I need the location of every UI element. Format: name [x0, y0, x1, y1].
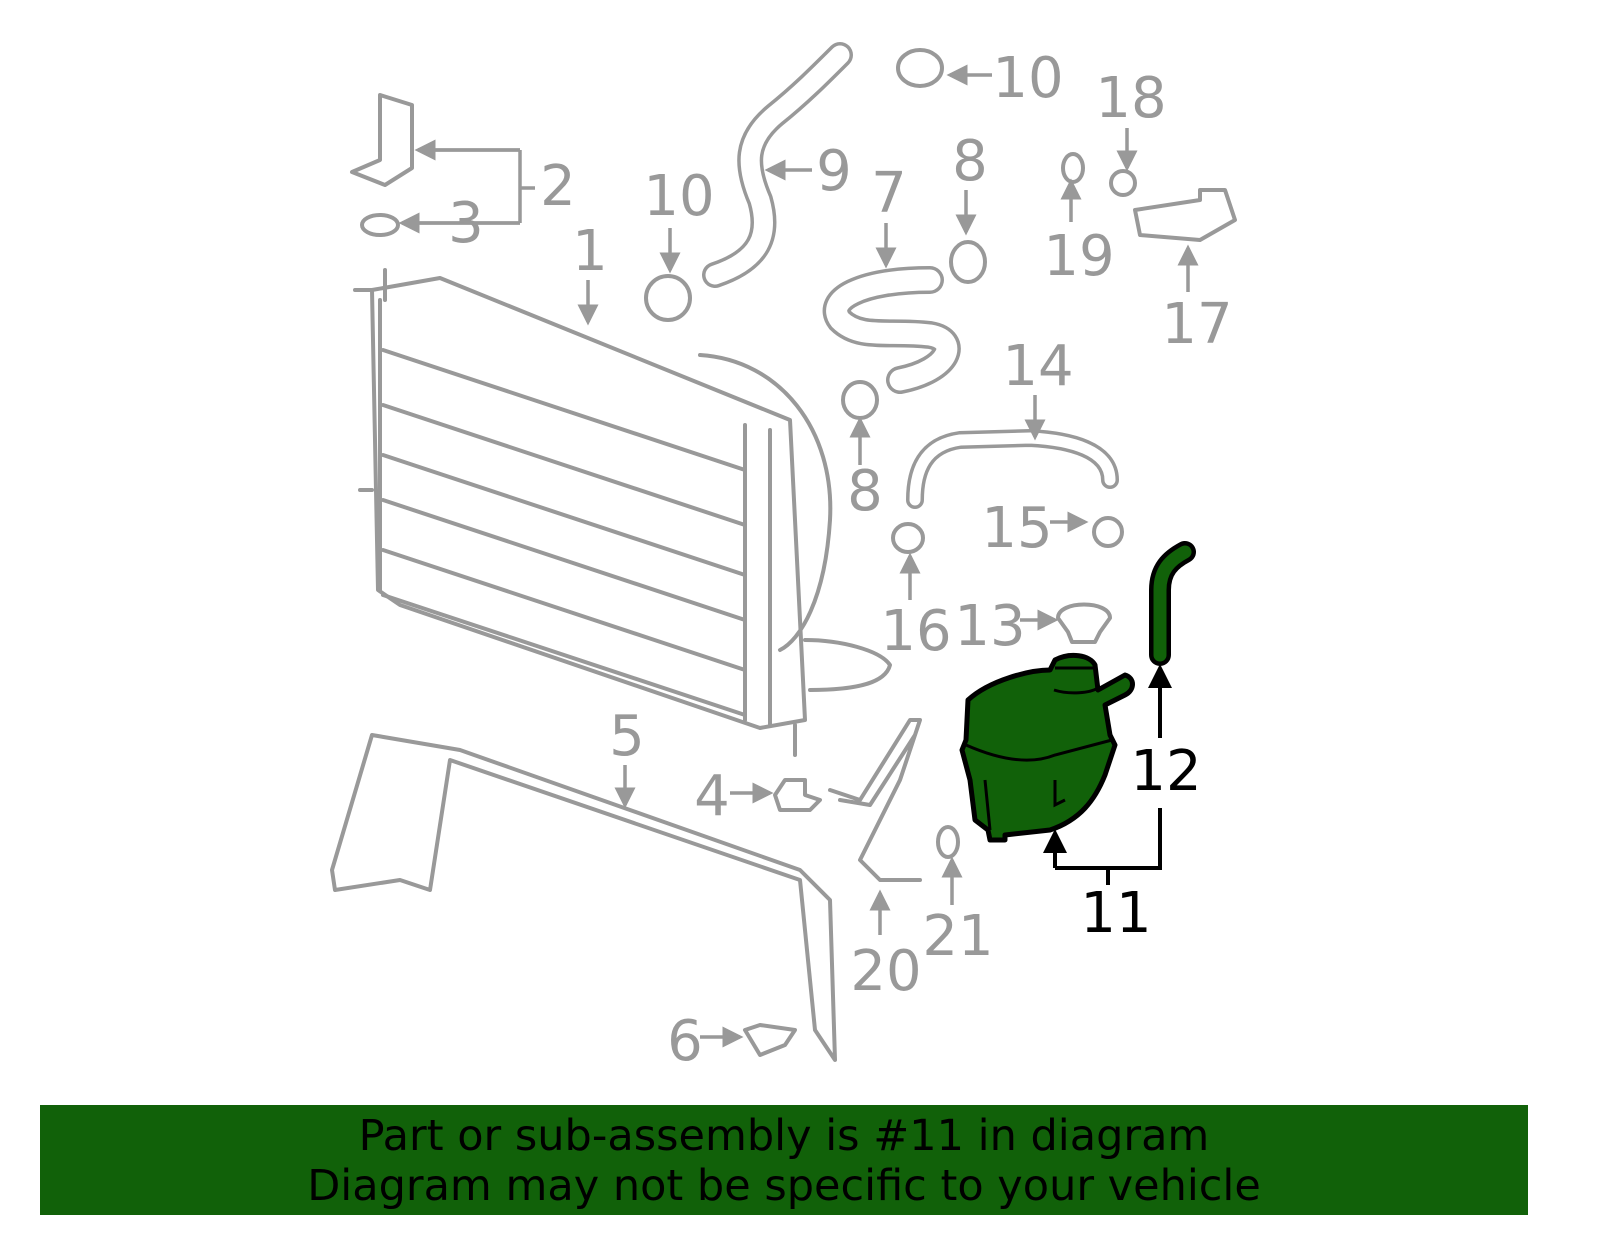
callout-5[interactable]: 5: [609, 704, 645, 769]
callout-6[interactable]: 6: [667, 1009, 703, 1074]
callout-labels: 10 18 2 9 10 7 8 3 1 19 17 14 8 15 16 13…: [448, 46, 1232, 1074]
radiator-part[interactable]: [353, 268, 892, 757]
callout-11[interactable]: 11: [1080, 881, 1151, 946]
callout-14[interactable]: 14: [1002, 334, 1073, 399]
callout-20[interactable]: 20: [850, 939, 921, 1004]
callout-7[interactable]: 7: [871, 161, 907, 226]
callout-4[interactable]: 4: [694, 764, 730, 829]
banner-line-disclaimer: Diagram may not be specific to your vehi…: [307, 1161, 1261, 1211]
cap-part[interactable]: [1056, 602, 1112, 644]
drain-plug-part[interactable]: [773, 778, 822, 812]
callout-8[interactable]: 8: [847, 459, 883, 524]
callout-2[interactable]: 2: [540, 154, 576, 219]
callout-15[interactable]: 15: [981, 496, 1052, 561]
clamp-part[interactable]: [949, 240, 987, 284]
callout-arrows: [398, 64, 1199, 1048]
reservoir-hose-part[interactable]: [1149, 541, 1196, 666]
bleeder-part[interactable]: [1109, 169, 1137, 197]
push-pin-part[interactable]: [743, 1023, 797, 1057]
banner-line-part-number: Part or sub-assembly is #11 in diagram: [358, 1111, 1210, 1161]
clamp-part[interactable]: [896, 48, 944, 88]
callout-18[interactable]: 18: [1095, 66, 1166, 131]
callout-12[interactable]: 12: [1130, 739, 1201, 804]
clamp-part[interactable]: [644, 274, 692, 322]
seal-part[interactable]: [936, 825, 960, 859]
callout-3[interactable]: 3: [448, 191, 484, 256]
callout-10[interactable]: 10: [643, 164, 714, 229]
outlet-part[interactable]: [1133, 188, 1237, 242]
callout-10[interactable]: 10: [992, 46, 1063, 111]
insulator-part[interactable]: [360, 213, 400, 237]
clamp-part[interactable]: [1092, 516, 1124, 548]
shroud-part[interactable]: [330, 733, 837, 1062]
clamp-part[interactable]: [891, 522, 925, 554]
callout-19[interactable]: 19: [1043, 224, 1114, 289]
parts-diagram: 10 18 2 9 10 7 8 3 1 19 17 14 8 15 16 13…: [330, 42, 1237, 1074]
callout-16[interactable]: 16: [880, 599, 951, 664]
callout-1[interactable]: 1: [572, 219, 608, 284]
clamp-part[interactable]: [841, 380, 879, 420]
coolant-reservoir-part[interactable]: [959, 652, 1135, 843]
o-ring-part[interactable]: [1061, 152, 1085, 184]
bracket-part[interactable]: [350, 93, 414, 187]
callout-17[interactable]: 17: [1161, 292, 1232, 357]
overflow-tube-part[interactable]: [828, 718, 922, 882]
callout-13[interactable]: 13: [954, 594, 1025, 659]
callout-8[interactable]: 8: [952, 129, 988, 194]
callout-9[interactable]: 9: [816, 139, 852, 204]
info-banner: Part or sub-assembly is #11 in diagram D…: [40, 1105, 1528, 1215]
callout-21[interactable]: 21: [922, 904, 993, 969]
lower-hose-part[interactable]: [826, 269, 958, 391]
